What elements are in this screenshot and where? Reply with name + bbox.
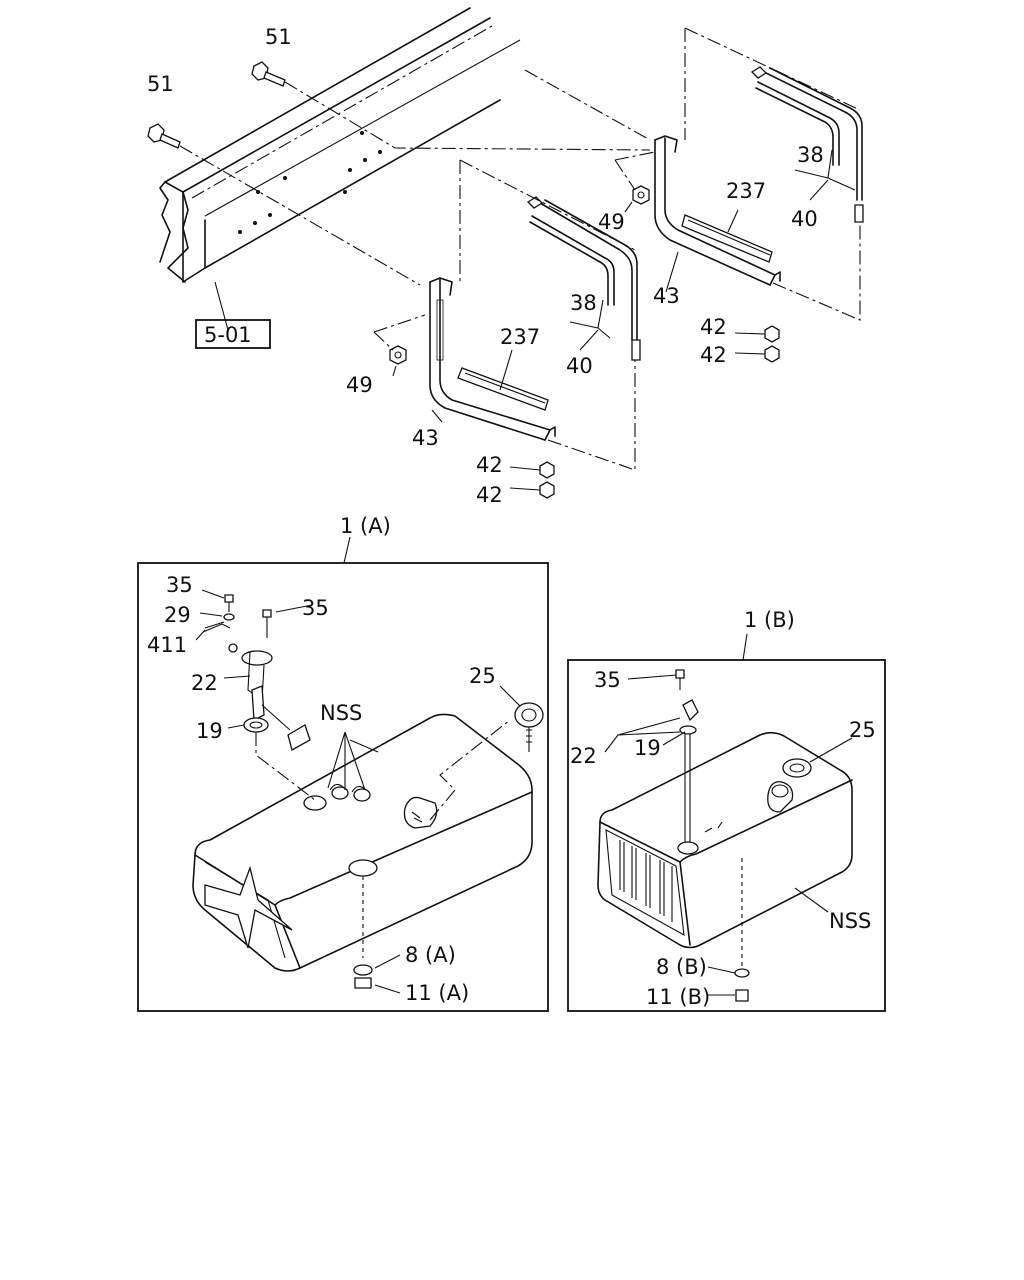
tank-a-body: [192, 713, 533, 972]
label-a-8: 8 (A): [405, 943, 456, 967]
label-38-left: 38: [570, 291, 597, 315]
label-b-11: 11 (B): [646, 985, 710, 1009]
label-43-right: 43: [653, 284, 680, 308]
label-49-left: 49: [346, 373, 373, 397]
label-a-19: 19: [196, 719, 223, 743]
label-b-19: 19: [634, 736, 661, 760]
label-237-left: 237: [500, 325, 540, 349]
label-40-left: 40: [566, 354, 593, 378]
label-a-11: 11 (A): [405, 981, 469, 1005]
pad-237-right: [681, 214, 773, 263]
label-a-25: 25: [469, 664, 496, 688]
band-38-right: [750, 66, 864, 223]
tank-b-title: 1 (B): [744, 608, 795, 632]
tank-b-leaders: [604, 674, 853, 996]
pad-237-left: [457, 367, 549, 411]
nut-42-right: [764, 325, 780, 363]
label-51-upper: 51: [265, 25, 292, 49]
tank-b-gauge-parts: [675, 669, 750, 1002]
label-a-nss: NSS: [320, 701, 362, 725]
frame-ref-box: [195, 319, 271, 349]
label-b-35: 35: [594, 668, 621, 692]
label-b-nss: NSS: [829, 909, 871, 933]
label-38-right: 38: [797, 143, 824, 167]
nut-49-left: [389, 345, 407, 365]
label-frame-ref: 5-01: [204, 323, 252, 347]
tank-a-box: [137, 536, 549, 1012]
label-b-8: 8 (B): [656, 955, 707, 979]
nut-42-left: [539, 461, 555, 499]
label-b-22: 22: [570, 744, 597, 768]
tank-b-box: [567, 633, 886, 1012]
tank-a-title: 1 (A): [340, 514, 391, 538]
label-a-35b: 35: [302, 596, 329, 620]
nut-49-right: [632, 185, 650, 205]
label-42-right-b: 42: [700, 343, 727, 367]
tank-a-gauge-parts: [202, 594, 544, 989]
leader-lines-left: [373, 159, 636, 491]
label-a-411: 411: [147, 633, 187, 657]
tank-b-body: [597, 731, 853, 968]
label-a-29: 29: [164, 603, 191, 627]
label-40-right: 40: [791, 207, 818, 231]
label-b-25: 25: [849, 718, 876, 742]
bracket-43-right: [654, 135, 781, 286]
frame-rail: [159, 7, 521, 349]
label-a-22: 22: [191, 671, 218, 695]
bolt-51-left: [147, 123, 421, 286]
label-42-left-b: 42: [476, 483, 503, 507]
label-43-left: 43: [412, 426, 439, 450]
label-49-right: 49: [598, 210, 625, 234]
leader-lines-right: [524, 27, 861, 355]
label-237-right: 237: [726, 179, 766, 203]
label-42-right-a: 42: [700, 315, 727, 339]
bolt-51-upper: [251, 61, 651, 151]
label-42-left-a: 42: [476, 453, 503, 477]
label-a-35a: 35: [166, 573, 193, 597]
bracket-43-left: [429, 277, 556, 441]
label-51-left: 51: [147, 72, 174, 96]
tank-a-leaders: [195, 589, 521, 994]
